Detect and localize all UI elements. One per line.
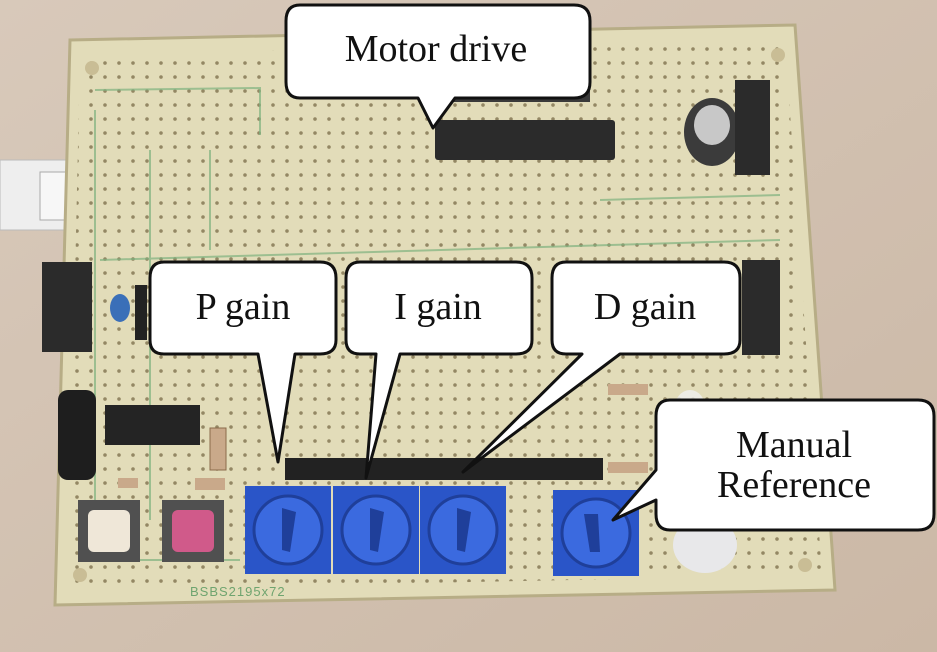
p-gain-label: P gain (195, 286, 291, 328)
manual-reference-line2: Reference (717, 463, 871, 506)
manual-reference-line1: Manual (735, 424, 853, 466)
p-gain-callout (148, 260, 338, 464)
left-header (42, 262, 92, 352)
right-mid-header (742, 260, 780, 355)
black-capacitor (58, 390, 96, 480)
d-gain-callout (461, 260, 742, 474)
manual-reference-callout (611, 398, 936, 532)
pin-header-row (285, 458, 603, 480)
p-gain-potentiometer (245, 486, 331, 574)
i-gain-callout (344, 260, 534, 480)
i-gain-potentiometer (333, 486, 419, 574)
manual-reference-label: Manual Reference (655, 424, 933, 506)
d-gain-potentiometer (420, 486, 506, 574)
manual-reference-potentiometer (553, 490, 639, 576)
i-gain-label: I gain (394, 286, 482, 328)
board-silkscreen-label: BSBS2195x72 (190, 584, 286, 599)
motor-drive-callout (284, 3, 592, 130)
right-top-header (735, 80, 770, 175)
motor-drive-label: Motor drive (344, 28, 528, 70)
d-gain-label: D gain (593, 286, 697, 328)
motor-driver-header (435, 120, 615, 160)
